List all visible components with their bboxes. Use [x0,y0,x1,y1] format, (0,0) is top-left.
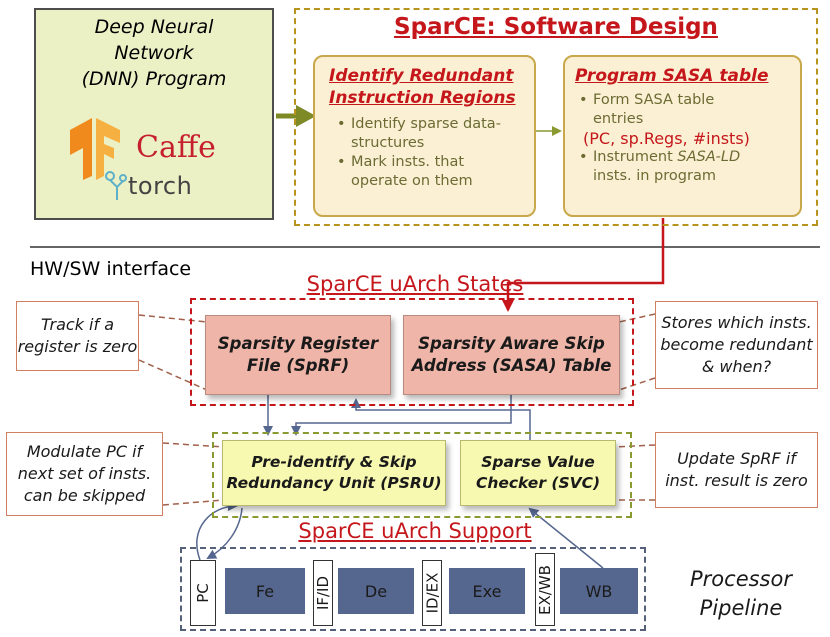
note-track-leader-2 [138,359,208,391]
svc-line-1: Sparse Value [481,453,595,471]
sasa-ld-term: SASA-LD [677,149,741,165]
software-design-box [294,8,818,226]
identify-bullet-2: Mark insts. that operate on them [337,153,534,191]
svc-box: Sparse Value Checker (SVC) [460,440,616,506]
identify-heading-line-1: Identify Redundant [329,66,514,86]
program-sasa-table-box: Program SASA table Form SASA table entri… [563,55,802,217]
dnn-to-software-arrowhead [296,105,316,127]
sasa-entry-tuple: (PC, sp.Regs, #insts) [583,129,750,148]
note-stores-leader [618,313,656,323]
note-modulate-pc: Modulate PC if next set of insts. can be… [6,432,163,516]
latch-if-id: IF/ID [313,560,333,626]
sprf-line-2: File (SpRF) [246,356,350,375]
latch-id-ex: ID/EX [422,560,442,626]
caffe-logo-text: Caffe [136,130,216,165]
svc-line-2: Checker (SVC) [475,474,601,492]
hw-sw-interface-label: HW/SW interface [30,258,192,280]
sasa-line-2: Address (SASA) Table [411,356,612,375]
note-track-register: Track if a register is zero [16,301,139,371]
pc-to-psru-arrow [196,501,238,561]
uarch-support-box [212,432,632,518]
sparsity-register-file-box: Sparsity Register File (SpRF) [205,315,391,395]
psru-to-pc-arrow [206,507,243,559]
program-sasa-bullets: Form SASA table entries (PC, sp.Regs, #i… [565,91,800,186]
identify-bullets: Identify sparse data- structures Mark in… [315,115,534,191]
program-sasa-bullet-1: Form SASA table entries (PC, sp.Regs, #i… [579,91,800,148]
sprf-line-1: Sparsity Register [217,334,379,353]
note-stores-leader-2 [618,377,656,391]
sasa-table-box: Sparsity Aware Skip Address (SASA) Table [403,315,620,395]
stage-de: De [338,568,414,614]
note-update-sprf: Update SpRF if inst. result is zero [655,432,818,508]
psru-line-2: Redundancy Unit (PSRU) [226,474,442,492]
sasa-to-psru-arrow [291,395,512,436]
dnn-program-title: Deep Neural Network (DNN) Program [34,14,274,92]
psru-line-1: Pre-identify & Skip [251,453,417,471]
program-sasa-heading: Program SASA table [575,66,769,86]
uarch-support-title: SparCE uArch Support [298,519,532,543]
tensorflow-logo-icon [70,118,120,180]
sasa-line-1: Sparsity Aware Skip [418,334,605,353]
identify-bullet-1: Identify sparse data- structures [337,115,534,153]
torch-logo-icon [105,171,127,200]
dnn-program-box [34,8,274,220]
uarch-states-title: SparCE uArch States [306,272,524,296]
psru-box: Pre-identify & Skip Redundancy Unit (PSR… [222,440,446,506]
stage-exe: Exe [449,568,525,614]
note-track-leader [138,314,208,323]
program-to-sasa-arrow [502,218,665,312]
latch-ex-wb: EX/WB [535,553,555,626]
dnn-title-line-2: Network [114,42,194,64]
program-sasa-bullet-2: Instrument SASA-LD insts. in program [579,148,800,186]
wb-to-svc-arrow [528,507,604,569]
processor-pipeline-label: Processor Pipeline [690,567,792,620]
torch-logo-text: torch [128,172,193,200]
dnn-title-line-3: (DNN) Program [81,68,227,90]
identify-redundant-regions-box: Identify Redundant Instruction Regions I… [313,55,536,217]
software-design-title: SparCE: Software Design [394,14,718,40]
identify-heading: Identify Redundant Instruction Regions [315,57,534,115]
uarch-states-box [190,298,634,406]
stage-fe: Fe [225,568,305,614]
stage-wb: WB [560,568,638,614]
note-stores-insts: Stores which insts. become redundant & w… [655,301,818,389]
latch-pc: PC [190,560,216,626]
identify-heading-line-2: Instruction Regions [329,88,516,108]
note-update-leader [613,444,656,448]
processor-pipeline-box [180,547,646,631]
dnn-title-line-1: Deep Neural [94,16,214,38]
